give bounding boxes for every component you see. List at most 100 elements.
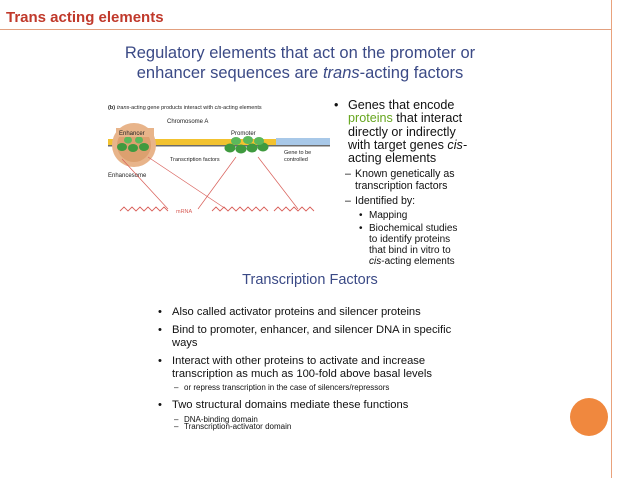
mrna-label: mRNA — [176, 209, 193, 215]
d2-text: Identified by: — [355, 195, 416, 208]
tf-sub-text: Transcription-activator domain — [184, 422, 292, 431]
slide-title-line2-pre: enhancer sequences are — [136, 64, 323, 82]
right-bullet-item: • Genes that encode proteins that intera… — [334, 98, 494, 166]
bullet-marker: • — [334, 98, 339, 112]
trans-acting-diagram: (b)trans-acting gene products interact w… — [108, 105, 330, 215]
enhancer-protein — [128, 144, 138, 152]
gene-region — [276, 138, 330, 146]
caption-b: (b) — [108, 105, 115, 111]
promoter-protein — [243, 136, 253, 144]
b1-highlight: proteins — [348, 111, 393, 126]
tf-sub-text: DNA-binding domain — [184, 414, 258, 424]
bullet-marker: • — [359, 222, 363, 234]
interaction-line — [197, 156, 237, 210]
gene-label-2: controlled — [284, 157, 308, 163]
s2-em: cis — [369, 255, 382, 267]
dash-marker: – — [345, 168, 351, 181]
enhancer-label-bg — [116, 128, 154, 137]
enhancesome-label: Enhancesome — [108, 173, 147, 179]
d1-line2: transcription factors — [355, 179, 448, 192]
dash-marker: – — [345, 195, 351, 208]
bullet-marker: • — [158, 398, 162, 411]
right-sub-item: – Identified by: — [345, 195, 494, 208]
enhancer-label: Enhancer — [119, 131, 145, 137]
promoter-protein — [235, 144, 247, 154]
d1-line1: Known genetically as — [355, 168, 455, 181]
header-title: Trans acting elements — [6, 9, 164, 26]
enhancer-protein — [124, 136, 132, 144]
tf-sub-text: or repress transcription in the case of … — [184, 383, 390, 392]
dna-strand — [108, 139, 330, 145]
promoter-protein — [224, 143, 236, 153]
bullet-marker: • — [158, 324, 162, 336]
right-subsub-item: • Mapping — [359, 210, 494, 221]
tf-item-text: Two structural domains mediate these fun… — [172, 398, 409, 411]
promoter-label: Promoter — [231, 131, 256, 137]
enhancer-protein — [135, 136, 143, 144]
slide-title-line2: enhancer sequences are trans-acting fact… — [100, 63, 500, 83]
mrna-strand — [119, 206, 169, 212]
caption-em1: trans — [117, 105, 129, 111]
decorative-circle — [570, 398, 608, 436]
caption-em2: cis — [215, 105, 222, 111]
tf-item-text: Bind to promoter, enhancer, and silencer… — [172, 324, 452, 349]
b1-line2: that interact — [392, 111, 463, 126]
dash-marker: – — [174, 414, 179, 424]
tf-item-text: Also called activator proteins and silen… — [172, 306, 421, 318]
caption-end: -acting elements — [221, 105, 262, 111]
enhancer-protein — [139, 143, 149, 151]
tf-bullet-list: • Also called activator proteins and sil… — [158, 306, 458, 432]
mrna-strand — [211, 206, 269, 212]
enhancer-protein — [117, 143, 127, 151]
tf-sub-item: – or repress transcription in the case o… — [174, 383, 458, 393]
s2-line4: -acting elements — [381, 255, 455, 267]
promoter-protein — [246, 143, 258, 153]
tf-sub-item: – Transcription-activator domain — [174, 422, 458, 432]
section-title: Transcription Factors — [242, 272, 378, 288]
bullet-marker: • — [158, 306, 162, 318]
s2-text: Biochemical studies to identify proteins… — [369, 223, 457, 267]
s1-text: Mapping — [369, 209, 408, 221]
b1-line4-em: cis- — [447, 137, 468, 152]
interaction-line — [121, 158, 169, 210]
s2-line3: that bind in vitro to — [369, 244, 451, 256]
mrna-strand — [273, 206, 315, 212]
right-subsub-item: • Biochemical studies to identify protei… — [359, 223, 494, 267]
right-bullet-text: Genes that encode proteins that interact… — [348, 98, 468, 166]
caption-mid: -acting gene products interact with — [129, 105, 214, 111]
b1-line4: with target genes — [348, 137, 448, 152]
promoter-protein — [254, 137, 264, 145]
slide-title-line2-em: trans — [322, 64, 360, 82]
tf-bullet-item: • Two structural domains mediate these f… — [158, 399, 458, 412]
bullet-marker: • — [158, 355, 162, 367]
s2-line1: Biochemical studies — [369, 222, 458, 234]
promoter-protein — [231, 137, 241, 145]
header-rule — [0, 29, 611, 30]
dna-strand-dark — [108, 145, 330, 147]
b1-line3: directly or indirectly — [348, 124, 456, 139]
tf-bullet-item: • Bind to promoter, enhancer, and silenc… — [158, 324, 458, 350]
chromosome-label: Chromosome A — [167, 119, 208, 125]
tf-sub-item: – DNA-binding domain — [174, 415, 458, 425]
tf-item-text: Interact with other proteins to activate… — [172, 355, 432, 380]
tf-label: Transcription factors — [170, 157, 220, 163]
tf-bullet-item: • Interact with other proteins to activa… — [158, 355, 458, 381]
bullet-marker: • — [359, 209, 363, 221]
s2-line2: to identify proteins — [369, 233, 451, 245]
dash-marker: – — [174, 383, 179, 392]
slide-title-line2-post: -acting factors — [359, 64, 464, 82]
slide-title-line1: Regulatory elements that act on the prom… — [124, 44, 476, 62]
dash-marker: – — [174, 422, 179, 431]
diagram-caption: (b)trans-acting gene products interact w… — [108, 105, 262, 111]
b1-line1: Genes that encode — [348, 98, 455, 112]
gene-label-1: Gene to be — [284, 150, 311, 156]
side-rule — [611, 0, 612, 478]
interaction-line — [257, 156, 299, 210]
right-bullet-list: • Genes that encode proteins that intera… — [334, 98, 494, 267]
b1-line5: acting elements — [348, 151, 437, 166]
tf-bullet-item: • Also called activator proteins and sil… — [158, 306, 458, 319]
interaction-line — [147, 156, 227, 210]
